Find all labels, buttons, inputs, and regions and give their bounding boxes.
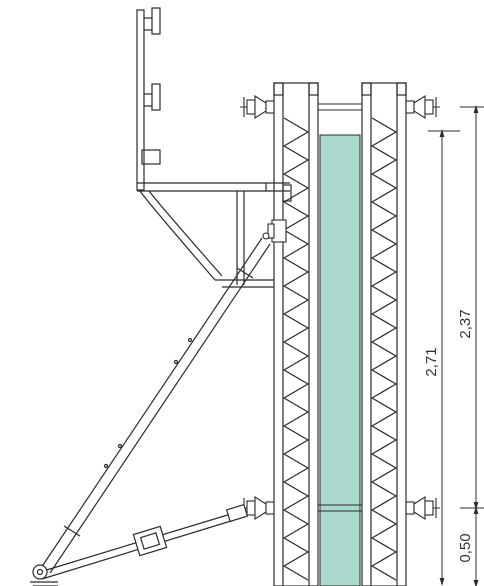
- guard-rail-post: [136, 7, 161, 191]
- kicker-brace: [39, 503, 249, 580]
- prop-head-connector: [262, 219, 287, 243]
- tie-nut-right-bottom: [405, 495, 440, 521]
- right-formwork-panel: [361, 82, 407, 586]
- tie-nut-left-top: [240, 94, 275, 120]
- dimension-label-0-50: 0,50: [457, 533, 474, 562]
- dimension-line-2-71: [428, 129, 460, 586]
- tie-nut-right-top: [405, 94, 440, 120]
- dimension-label-2-71: 2,71: [423, 347, 440, 376]
- push-pull-prop: [40, 237, 271, 574]
- tie-nut-left-bottom: [240, 495, 275, 521]
- dimension-line-2-37: [460, 105, 484, 510]
- prop-base-plate: [30, 564, 58, 586]
- platform-bracket: [137, 182, 292, 288]
- concrete-wall: [319, 134, 361, 586]
- dimension-label-2-37: 2,37: [457, 309, 474, 338]
- left-formwork-panel: [273, 82, 319, 586]
- tie-rods: [317, 103, 363, 512]
